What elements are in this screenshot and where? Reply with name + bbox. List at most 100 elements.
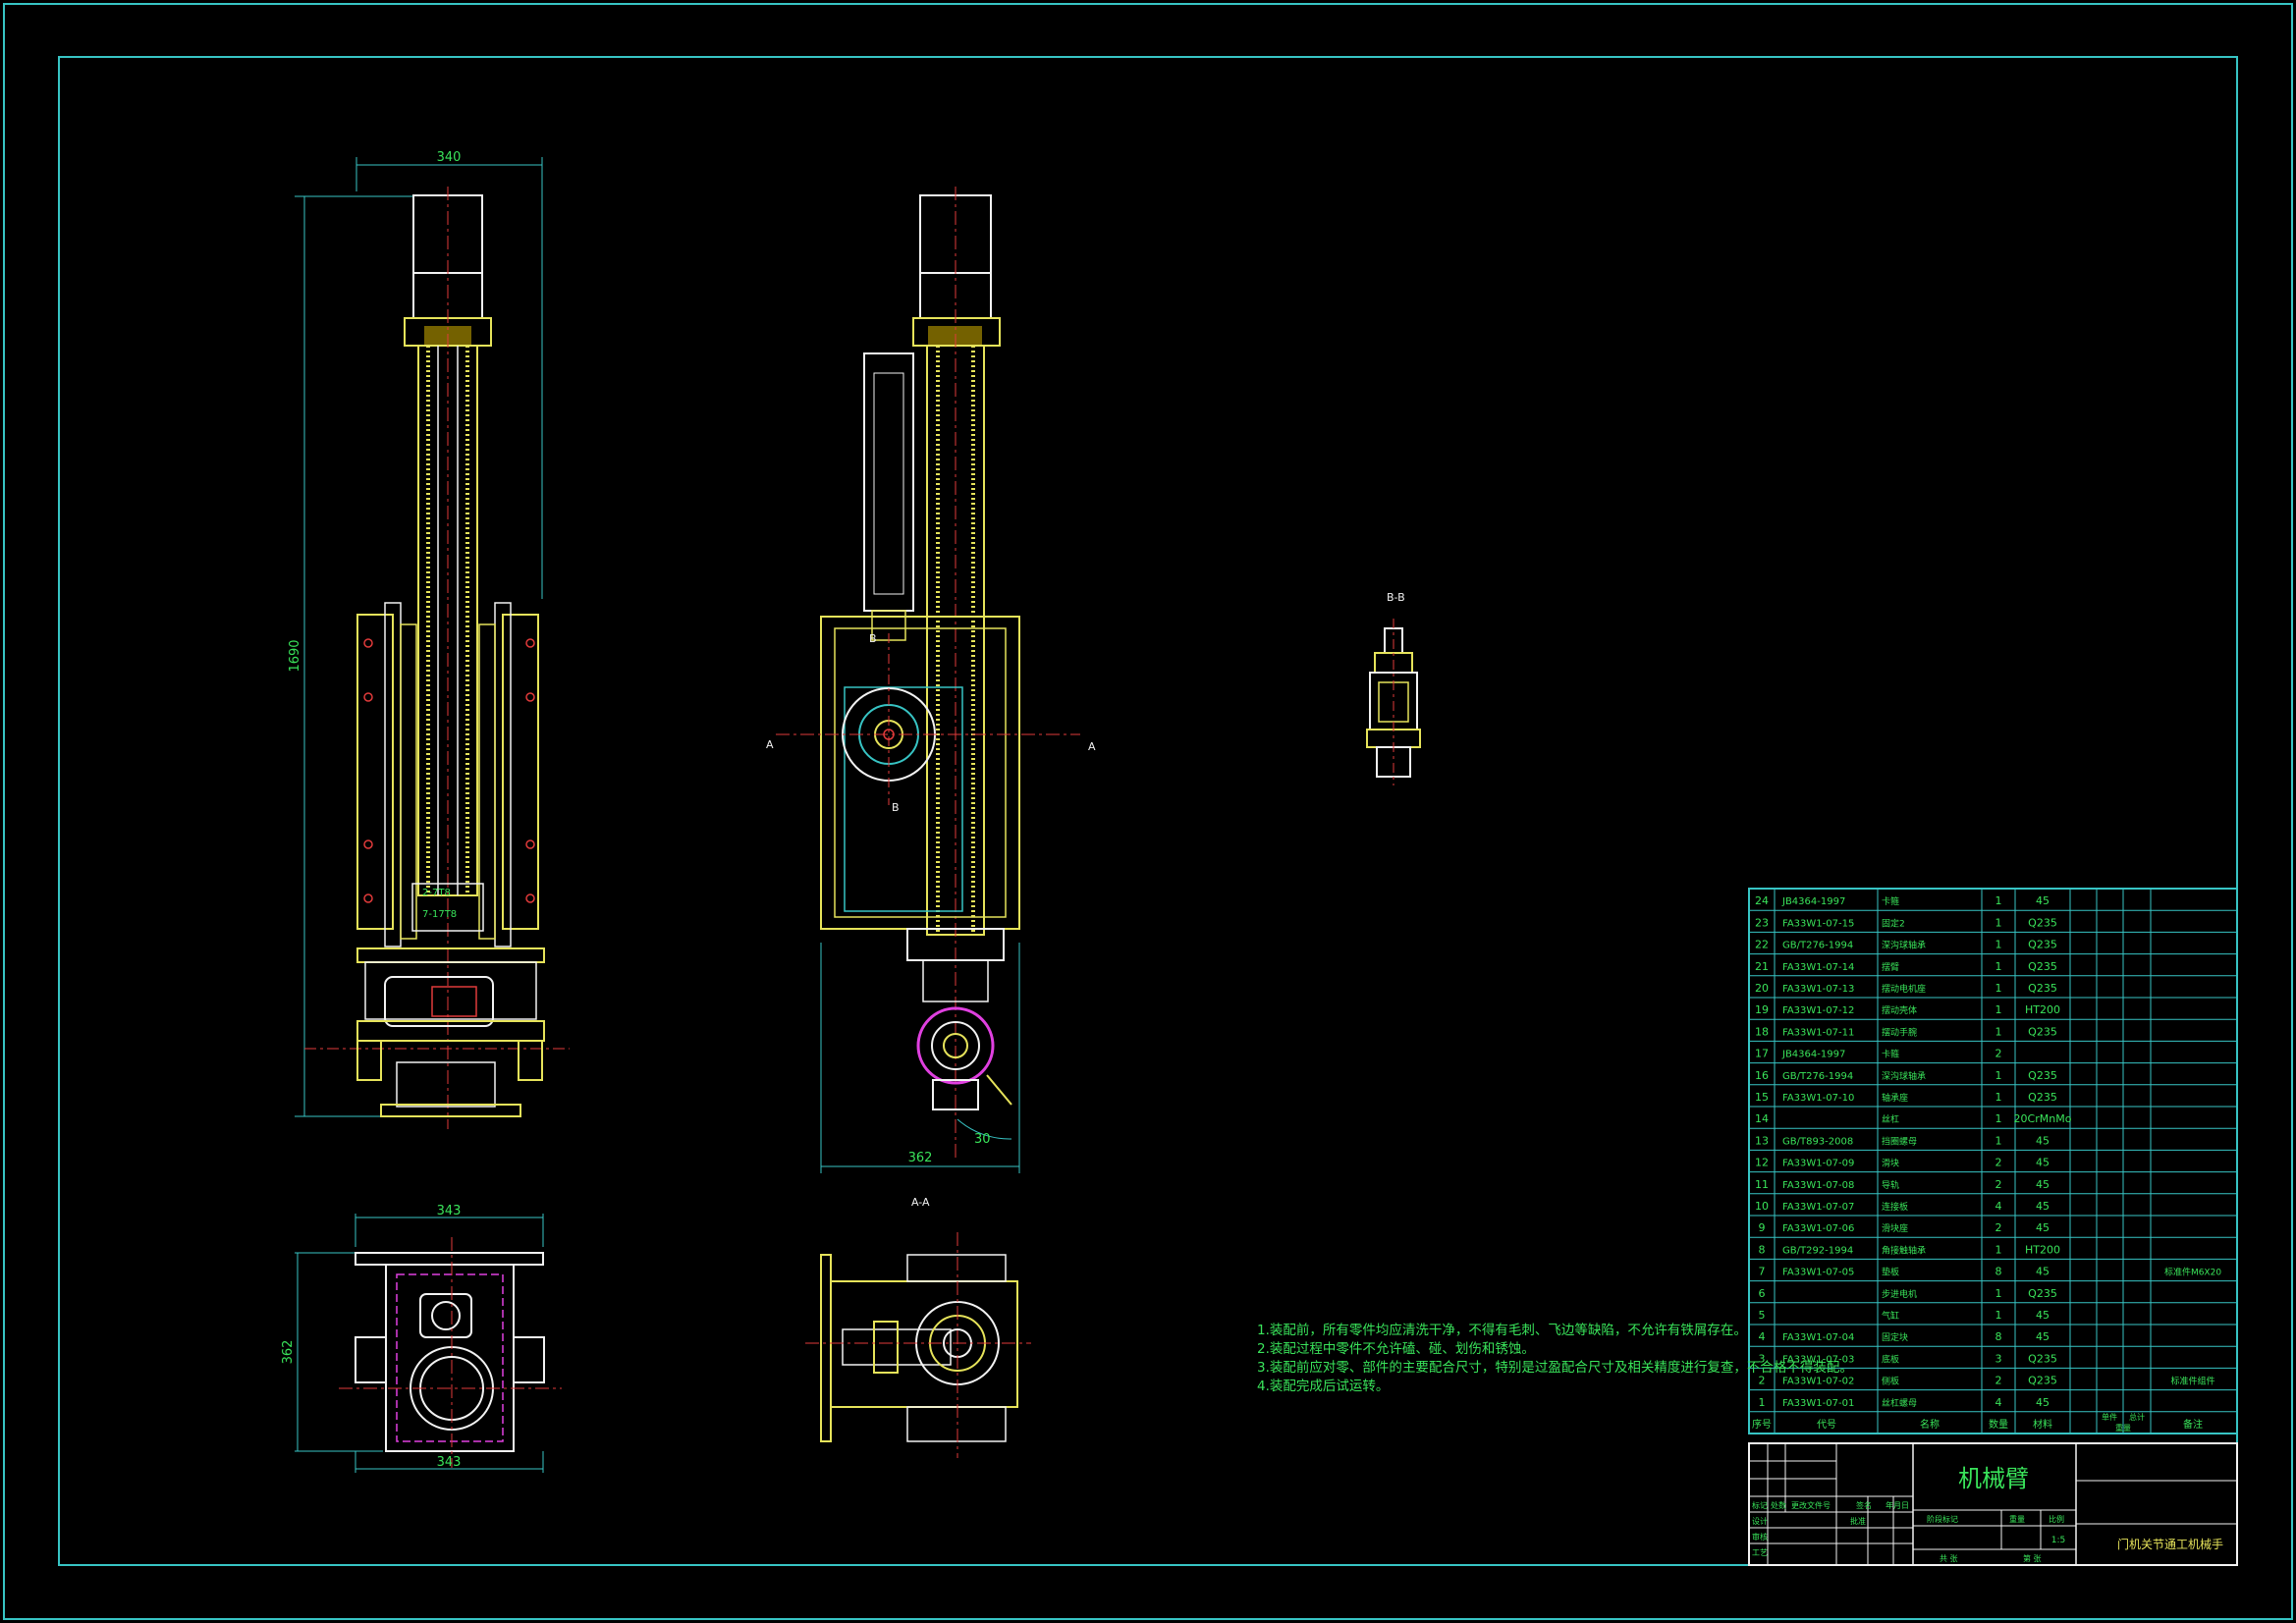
tb-label-sign: 签名 <box>1856 1500 1872 1510</box>
note-3: 3.装配前应对零、部件的主要配合尺寸，特别是过盈配合尺寸及相关精度进行复查，不合… <box>1257 1360 1853 1376</box>
bom-no: 24 <box>1755 894 1769 907</box>
tb-label-approve: 批准 <box>1850 1516 1866 1526</box>
tb-label-sheet: 第 张 <box>2023 1553 2042 1563</box>
bom-header-note: 备注 <box>2183 1418 2203 1431</box>
bom-name: 深沟球轴承 <box>1882 1070 1926 1082</box>
bom-qty: 1 <box>1995 1091 2002 1104</box>
bom-note: 标准件M6X20 <box>2164 1267 2221 1278</box>
bom-qty: 8 <box>1995 1330 2002 1343</box>
bom-qty: 3 <box>1995 1352 2002 1365</box>
section-a-right: A <box>1088 740 1096 753</box>
section-b-bottom: B <box>892 801 900 814</box>
bom-qty: 1 <box>1995 1287 2002 1300</box>
bom-code: GB/T276-1994 <box>1782 941 1853 951</box>
tb-drawing-title: 门机关节通工机械手 <box>2117 1537 2223 1551</box>
section-a-left: A <box>766 738 774 751</box>
bom-code: FA33W1-07-15 <box>1782 918 1854 929</box>
bom-material: 20CrMnMo <box>2014 1112 2072 1125</box>
bom-name: 卡箍 <box>1882 1049 1899 1060</box>
section-bb-label: B-B <box>1387 591 1405 604</box>
bom-name: 侧板 <box>1882 1376 1899 1387</box>
tb-label-process: 工艺 <box>1752 1548 1768 1557</box>
side-view: A A B B 362 30 <box>766 187 1096 1173</box>
bom-code: FA33W1-07-08 <box>1782 1180 1854 1191</box>
bom-name: 步进电机 <box>1882 1288 1917 1300</box>
dim-side-angle: 30 <box>974 1132 991 1147</box>
bom-header-name: 名称 <box>1920 1418 1940 1431</box>
bom-no: 7 <box>1759 1266 1766 1278</box>
bom-material: HT200 <box>2025 1003 2060 1016</box>
bom-material: 45 <box>2036 1134 2050 1147</box>
bom-material: Q235 <box>2028 1069 2057 1082</box>
bom-code: FA33W1-07-14 <box>1782 962 1854 973</box>
bom-qty: 1 <box>1995 1003 2002 1016</box>
bom-material: 45 <box>2036 1330 2050 1343</box>
tb-label-doc: 更改文件号 <box>1791 1500 1831 1510</box>
bom-material: HT200 <box>2025 1243 2060 1256</box>
bom-name: 摆动电机座 <box>1882 983 1926 995</box>
bom-code: GB/T893-2008 <box>1782 1136 1853 1147</box>
bom-code: JB4364-1997 <box>1781 1050 1845 1060</box>
bom-name: 垫板 <box>1882 1267 1899 1278</box>
bom-no: 12 <box>1755 1157 1769 1169</box>
bom-name: 导轨 <box>1882 1179 1899 1191</box>
bom-code: FA33W1-07-06 <box>1782 1223 1854 1234</box>
tb-label-ratio: 比例 <box>2049 1514 2064 1524</box>
tb-part-name: 机械臂 <box>1958 1465 2029 1492</box>
bom-qty: 2 <box>1995 1375 2002 1387</box>
bom-qty: 1 <box>1995 894 2002 907</box>
bom-code: FA33W1-07-12 <box>1782 1005 1854 1016</box>
bom-code: FA33W1-07-07 <box>1782 1202 1854 1213</box>
bom-material: 45 <box>2036 1221 2050 1234</box>
bom-name: 深沟球轴承 <box>1882 940 1926 951</box>
bom-qty: 1 <box>1995 1069 2002 1082</box>
bom-code: FA33W1-07-13 <box>1782 984 1854 995</box>
tb-label-weight: 重量 <box>2009 1514 2025 1524</box>
bom-code: FA33W1-07-04 <box>1782 1332 1854 1343</box>
bom-name: 轴承座 <box>1882 1092 1908 1104</box>
bom-qty: 1 <box>1995 982 2002 995</box>
dim-front-width: 340 <box>437 150 462 165</box>
dim-plan-height: 362 <box>281 1340 296 1365</box>
section-aa-label: A-A <box>911 1196 930 1209</box>
tb-label-design: 设计 <box>1752 1516 1768 1526</box>
bom-no: 17 <box>1755 1048 1769 1060</box>
bom-name: 摆动壳体 <box>1882 1004 1917 1016</box>
bom-name: 角接触轴承 <box>1882 1244 1926 1256</box>
bom-no: 14 <box>1755 1112 1769 1125</box>
bom-material: 45 <box>2036 1309 2050 1322</box>
bom-no: 22 <box>1755 939 1769 951</box>
bom-no: 23 <box>1755 916 1769 929</box>
bom-header-qty: 数量 <box>1989 1418 2008 1431</box>
bom-material: 45 <box>2036 1178 2050 1191</box>
bom-no: 9 <box>1759 1221 1766 1234</box>
bom-note: 标准件组件 <box>2170 1376 2214 1387</box>
section-bb-view: B-B <box>1366 591 1421 785</box>
bom-qty: 1 <box>1995 1134 2002 1147</box>
bom-header-material: 材料 <box>2033 1418 2052 1431</box>
bom-material: 45 <box>2036 1157 2050 1169</box>
bom-border <box>1748 888 2238 1434</box>
tb-label-stage: 阶段标记 <box>1927 1514 1958 1524</box>
bom-material: Q235 <box>2028 982 2057 995</box>
bom-no: 21 <box>1755 960 1769 973</box>
bom-qty: 2 <box>1995 1157 2002 1169</box>
bom-header-no: 序号 <box>1752 1418 1772 1431</box>
bom-no: 16 <box>1755 1069 1769 1082</box>
dim-front-small2: 7-17T8 <box>422 909 457 920</box>
front-view: 340 1690 2-7T8 7-17T8 <box>288 150 570 1129</box>
bom-no: 4 <box>1759 1330 1766 1343</box>
bom-qty: 2 <box>1995 1221 2002 1234</box>
dim-plan-bottom: 343 <box>437 1455 462 1470</box>
tb-label-count: 处数 <box>1771 1500 1786 1510</box>
bom-no: 3 <box>1759 1352 1766 1365</box>
bom-header-total: 总计 <box>2129 1412 2145 1422</box>
bom-qty: 1 <box>1995 1112 2002 1125</box>
bom-name: 固定2 <box>1882 917 1905 929</box>
bom-code: FA33W1-07-05 <box>1782 1268 1854 1278</box>
bom-material: Q235 <box>2028 1025 2057 1038</box>
section-aa-view: A-A <box>805 1196 1031 1458</box>
inner-frame <box>58 56 2238 1566</box>
note-2: 2.装配过程中零件不允许磕、碰、划伤和锈蚀。 <box>1257 1341 1535 1357</box>
bom-no: 5 <box>1759 1309 1766 1322</box>
